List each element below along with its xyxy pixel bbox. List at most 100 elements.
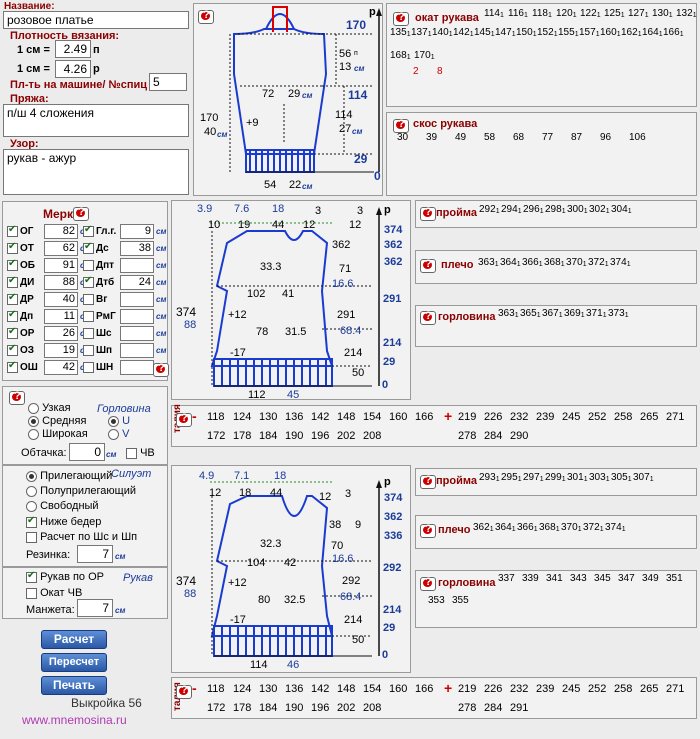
rezinka-input[interactable]: 7 bbox=[77, 545, 113, 563]
neck-opt-narrow[interactable]: Узкая bbox=[28, 402, 71, 414]
merki-input[interactable] bbox=[120, 343, 154, 358]
merki-item[interactable]: Дп11см bbox=[7, 309, 90, 324]
merki-input[interactable]: 19 bbox=[44, 343, 78, 358]
machine-input[interactable]: 5 bbox=[149, 73, 187, 91]
help-icon[interactable] bbox=[420, 258, 436, 273]
merki-input[interactable]: 11 bbox=[44, 309, 78, 324]
neck-opt-medium[interactable]: Средняя bbox=[28, 415, 86, 427]
merki-input[interactable]: 24 bbox=[120, 275, 154, 290]
sil-opt-semi[interactable]: Полуприлегающий bbox=[26, 485, 136, 497]
merki-input[interactable] bbox=[120, 360, 154, 375]
calc-shs-checkbox[interactable]: Расчет по Шс и Шп bbox=[26, 531, 137, 543]
merki-input[interactable]: 38 bbox=[120, 241, 154, 256]
help-icon[interactable] bbox=[198, 9, 214, 24]
okat-row2-value: 1451 bbox=[474, 27, 495, 38]
help-icon[interactable] bbox=[420, 523, 436, 538]
merki-input[interactable]: 42 bbox=[44, 360, 78, 375]
merki-input[interactable]: 82 bbox=[44, 224, 78, 239]
merki-input[interactable]: 9 bbox=[120, 224, 154, 239]
merki-checkbox[interactable] bbox=[7, 309, 18, 322]
merki-item[interactable]: ОШ42см bbox=[7, 360, 90, 375]
merki-item[interactable]: ОЗ19см bbox=[7, 343, 90, 358]
merki-item[interactable]: ОГ82см bbox=[7, 224, 90, 239]
front-plus12: +12 bbox=[228, 577, 247, 589]
rows-input[interactable]: 4.26 bbox=[55, 60, 91, 78]
merki-checkbox[interactable] bbox=[83, 260, 94, 271]
obtachka-input[interactable]: 0 bbox=[69, 443, 105, 461]
merki-input[interactable] bbox=[120, 258, 154, 273]
below-hips-checkbox[interactable]: Ниже бедер bbox=[26, 515, 101, 528]
rukav-by-or-checkbox[interactable]: Рукав по ОР bbox=[26, 570, 104, 583]
neck-opt-wide[interactable]: Широкая bbox=[28, 428, 88, 440]
merki-input[interactable]: 91 bbox=[44, 258, 78, 273]
merki-input[interactable]: 26 bbox=[44, 326, 78, 341]
merki-checkbox[interactable] bbox=[7, 292, 18, 305]
front-166: 16.6 bbox=[332, 553, 354, 565]
merki-item[interactable]: ОТ62см bbox=[7, 241, 90, 256]
merki-checkbox[interactable] bbox=[83, 224, 94, 237]
help-icon[interactable] bbox=[420, 576, 436, 591]
yarn-input[interactable]: п/ш 4 сложения bbox=[3, 104, 189, 137]
merki-input[interactable] bbox=[120, 309, 154, 324]
merki-checkbox[interactable] bbox=[83, 241, 94, 254]
merki-item[interactable]: Гл.г.9см bbox=[83, 224, 166, 239]
merki-checkbox[interactable] bbox=[7, 258, 18, 271]
chv-checkbox[interactable]: ЧВ bbox=[126, 447, 155, 459]
merki-input[interactable] bbox=[120, 326, 154, 341]
merki-input[interactable]: 62 bbox=[44, 241, 78, 256]
calc-button[interactable]: Расчет bbox=[41, 630, 107, 649]
okat-chv-checkbox[interactable]: Окат ЧВ bbox=[26, 587, 82, 599]
pattern-input[interactable]: рукав - ажур bbox=[3, 149, 189, 195]
merki-checkbox[interactable] bbox=[7, 326, 18, 339]
loops-input[interactable]: 2.49 bbox=[55, 40, 91, 58]
merki-item[interactable]: ДИ88см bbox=[7, 275, 90, 290]
help-icon[interactable] bbox=[153, 362, 169, 377]
help-icon[interactable] bbox=[420, 474, 436, 489]
merki-checkbox[interactable] bbox=[83, 345, 94, 356]
merki-checkbox[interactable] bbox=[83, 294, 94, 305]
merki-label: ШН bbox=[96, 362, 114, 374]
help-icon[interactable] bbox=[176, 684, 192, 699]
help-icon[interactable] bbox=[420, 206, 436, 221]
sil-opt-free[interactable]: Свободный bbox=[26, 500, 99, 512]
site-link[interactable]: www.mnemosina.ru bbox=[22, 713, 127, 727]
sil-opt-fit[interactable]: Прилегающий bbox=[26, 470, 112, 482]
merki-checkbox[interactable] bbox=[7, 275, 18, 288]
merki-checkbox[interactable] bbox=[7, 343, 18, 356]
merki-item[interactable]: ДР40см bbox=[7, 292, 90, 307]
merki-checkbox[interactable] bbox=[83, 328, 94, 339]
help-icon[interactable] bbox=[9, 390, 25, 405]
merki-input[interactable]: 40 bbox=[44, 292, 78, 307]
name-input[interactable]: розовое платье bbox=[3, 11, 189, 29]
merki-checkbox[interactable] bbox=[83, 275, 94, 288]
help-icon[interactable] bbox=[420, 310, 436, 325]
rezinka-cm: см bbox=[115, 552, 126, 561]
help-icon[interactable] bbox=[176, 412, 192, 427]
merki-checkbox[interactable] bbox=[7, 360, 18, 373]
neck-opt-u[interactable]: U bbox=[108, 415, 130, 427]
merki-item[interactable]: ОР26см bbox=[7, 326, 90, 341]
print-button[interactable]: Печать bbox=[41, 676, 107, 695]
talia2-plus: + bbox=[444, 680, 453, 696]
merki-checkbox[interactable] bbox=[7, 241, 18, 254]
help-icon[interactable] bbox=[393, 118, 409, 133]
help-icon[interactable] bbox=[73, 206, 89, 221]
merki-item[interactable]: ОБ91см bbox=[7, 258, 90, 273]
recalc-button[interactable]: Пересчет bbox=[41, 653, 107, 672]
merki-checkbox[interactable] bbox=[7, 224, 18, 237]
merki-input[interactable] bbox=[120, 292, 154, 307]
merki-checkbox[interactable] bbox=[83, 362, 94, 373]
merki-cm: см bbox=[156, 346, 167, 356]
help-icon[interactable] bbox=[393, 11, 409, 26]
neck-opt-v[interactable]: V bbox=[108, 428, 129, 440]
manzheta-input[interactable]: 7 bbox=[77, 599, 113, 617]
merki-checkbox[interactable] bbox=[83, 311, 94, 322]
merki-input[interactable]: 88 bbox=[44, 275, 78, 290]
